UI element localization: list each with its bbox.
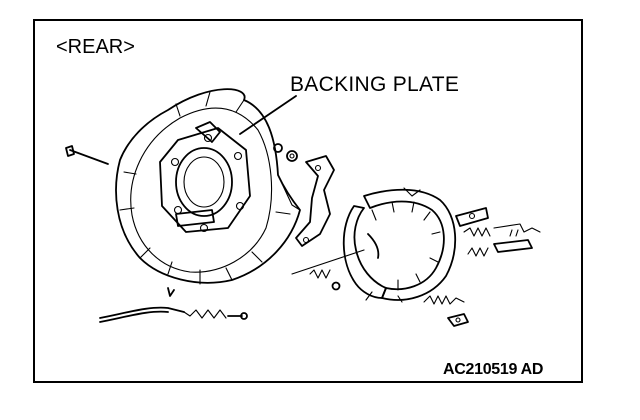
retainer-washers — [273, 143, 298, 162]
hub-flange — [159, 121, 251, 233]
backing-plate-leader — [239, 95, 297, 135]
parking-brake-cable — [99, 287, 248, 323]
backing-plate — [115, 88, 301, 285]
return-spring-lower — [309, 269, 341, 291]
adjuster-spring — [467, 229, 533, 257]
adjuster-bolt — [423, 295, 469, 327]
view-label: <REAR> — [56, 36, 135, 58]
backing-plate-label: BACKING PLATE — [290, 73, 460, 96]
mounting-bolt — [65, 145, 109, 165]
figure-code: AC210519 AD — [443, 361, 544, 378]
hold-down-clip — [455, 207, 489, 227]
adjuster-leader — [291, 249, 365, 275]
parking-brake-lever — [295, 155, 335, 247]
brake-shoes — [342, 187, 457, 303]
upper-spring — [463, 223, 541, 237]
